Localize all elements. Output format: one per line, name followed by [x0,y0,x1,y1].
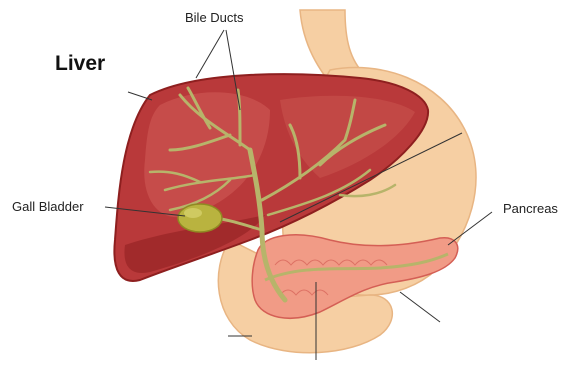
bile-ducts-label: Bile Ducts [185,10,244,25]
leader-bile-ducts-left [196,30,224,78]
gall-bladder [178,204,222,232]
gall-bladder-highlight [184,208,202,218]
pancreas-label: Pancreas [503,201,558,216]
leader-pancreatic-duct [400,292,440,322]
liver-title: Liver [55,52,105,76]
gall-bladder-label: Gall Bladder [12,199,84,214]
